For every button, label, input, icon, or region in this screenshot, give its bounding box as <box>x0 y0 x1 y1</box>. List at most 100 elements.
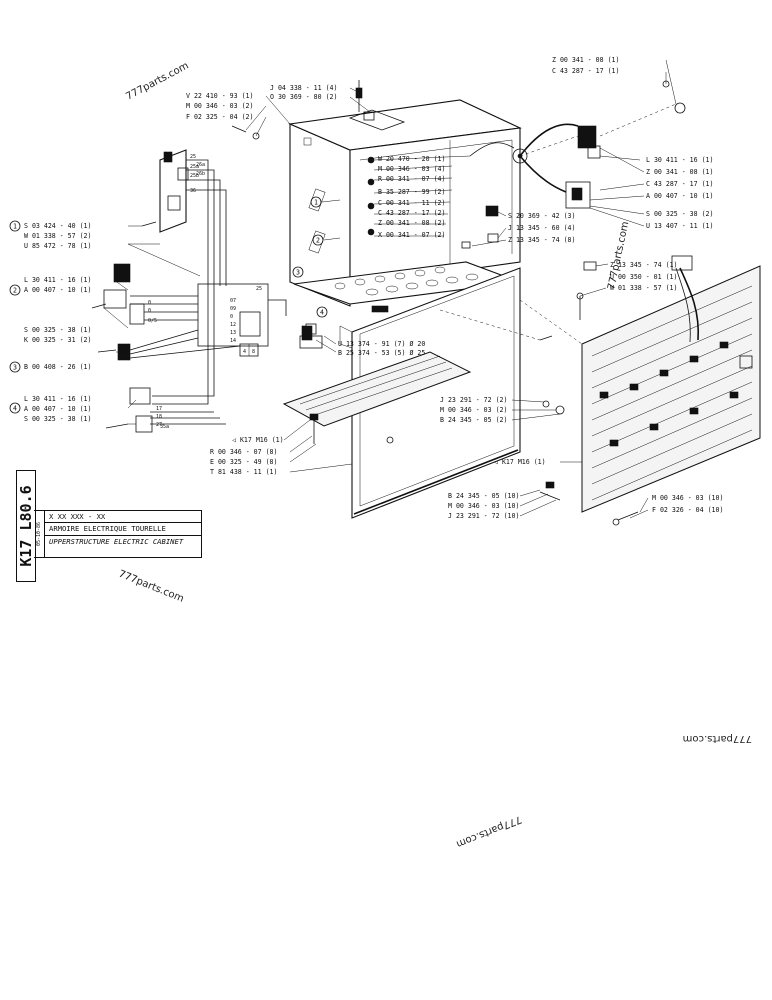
labels-top-right: Z 00 341 - 08 (1) C 43 287 - 17 (1) <box>552 56 620 75</box>
terminal-label: 25b <box>190 173 199 179</box>
label-inside-2: R 00 341 - 07 (4) <box>378 175 446 183</box>
label-bottom-left-3: T 81 438 - 11 (1) <box>210 468 278 476</box>
terminal-label: 36 <box>190 188 196 194</box>
label-left-2: U 85 472 - 78 (1) <box>24 242 92 250</box>
label-door-1: M 00 346 - 03 (2) <box>440 406 508 414</box>
terminal-label: 0 <box>148 300 151 306</box>
board-components <box>599 341 753 447</box>
label-left-6: K 00 325 - 31 (2) <box>24 336 92 344</box>
label-inside-7: X 00 341 - 07 (2) <box>378 231 446 239</box>
terminal-label: 07 <box>230 298 236 304</box>
terminal-label: 09 <box>230 306 236 312</box>
label-inside-4: C 00 341 - 11 (2) <box>378 199 446 207</box>
terminal-label: 27 <box>156 422 162 428</box>
label-board-fix: ◁ K17 M16 (1) <box>494 458 546 466</box>
label-bottom-mid-1: M 00 346 - 03 (10) <box>448 502 519 510</box>
label-top-2: F 02 325 - 04 (2) <box>186 113 254 121</box>
labels-mid: S 20 369 - 42 (3) J 13 345 - 60 (4) Z 13… <box>508 212 576 244</box>
watermark-mid-left: 777parts.com <box>117 569 185 605</box>
label-left-4: A 00 407 - 10 (1) <box>24 286 92 294</box>
labels-board: Z 13 345 - 74 (1) U 00 350 - 01 (1) W 01… <box>610 261 678 292</box>
labels-bottom-left: ◁ K17 M16 (1) R 00 346 - 07 (8) E 00 325… <box>210 436 284 476</box>
label-bottom-right-0: M 00 346 - 03 (10) <box>652 494 723 502</box>
label-right-3: A 00 407 - 10 (1) <box>646 192 714 200</box>
label-door-2: B 24 345 - 05 (2) <box>440 416 508 424</box>
drawing-reference-text: K17 L80.6 <box>17 485 35 567</box>
circuit-board <box>581 255 761 513</box>
callouts: 1 2 3 4 1 2 3 4 <box>9 196 341 414</box>
fasteners <box>231 125 639 526</box>
labels-board-fix: ◁ K17 M16 (1) <box>494 458 546 466</box>
label-top-4: O 30 369 - 80 (2) <box>270 93 338 101</box>
callout-3: 3 <box>13 364 17 372</box>
labels-left: S 03 424 - 40 (1) W 01 338 - 57 (2) U 85… <box>24 222 92 423</box>
terminal-labels: 25 25a 25b 26a 26b 36 07 09 0 0 0/5 12 1… <box>148 154 262 430</box>
terminal-label: 12 <box>230 322 236 328</box>
label-right-2: C 43 287 - 17 (1) <box>646 180 714 188</box>
drawing-reference: K17 L80.6 <box>16 470 36 582</box>
label-bottom-left-2: E 00 325 - 49 (8) <box>210 458 278 466</box>
terminal-label: 17 <box>156 406 162 412</box>
title-english: UPPERSTRUCTURE ELECTRIC CABINET <box>49 536 184 546</box>
title-french: ARMOIRE ELECTRIQUE TOURELLE <box>45 523 201 536</box>
label-bottom-left-1: R 00 346 - 07 (8) <box>210 448 278 456</box>
callout-1: 1 <box>13 223 17 231</box>
terminal-label: 0/5 <box>148 318 157 324</box>
label-board-1: U 00 350 - 01 (1) <box>610 273 678 281</box>
cabinet-body <box>287 80 528 313</box>
label-mid-2: Z 13 345 - 74 (8) <box>508 236 576 244</box>
label-grommet-0: U 13 374 - 91 (7) Ø 20 <box>338 340 425 348</box>
callout-2-cabinet: 2 <box>316 237 320 245</box>
label-inside-5: C 43 287 - 17 (2) <box>378 209 446 217</box>
terminal-label: 26a <box>196 162 205 168</box>
label-door-0: J 23 291 - 72 (2) <box>440 396 508 404</box>
terminal-label: 0 <box>148 308 151 314</box>
label-inside-6: Z 00 341 - 08 (2) <box>378 219 446 227</box>
label-top-right-0: Z 00 341 - 08 (1) <box>552 56 620 64</box>
gland-holes <box>334 266 479 296</box>
terminal-label: 13 <box>230 330 236 336</box>
label-bottom-mid-0: B 24 345 - 05 (10) <box>448 492 519 500</box>
leader-lines <box>103 59 677 519</box>
label-right-0: L 30 411 - 16 (1) <box>646 156 714 164</box>
labels-bottom-right: M 00 346 - 03 (10) F 02 326 - 04 (10) <box>652 494 723 514</box>
drawing-date: 05-10-86 <box>36 521 42 547</box>
label-left-10: S 00 325 - 38 (1) <box>24 415 92 423</box>
label-inside-1: M 00 346 - 03 (4) <box>378 165 446 173</box>
callout-1-cabinet: 1 <box>314 199 318 207</box>
label-bottom-left-0: ◁ K17 M16 (1) <box>232 436 284 444</box>
terminal-label: 25a <box>190 164 199 170</box>
left-components <box>91 149 269 433</box>
labels-top: V 22 410 - 93 (1) M 00 346 - 03 (2) F 02… <box>186 84 338 121</box>
label-left-8: L 30 411 - 16 (1) <box>24 395 92 403</box>
terminal-label: 8 <box>252 349 255 355</box>
label-bottom-right-1: F 02 326 - 04 (10) <box>652 506 723 514</box>
cabinet-door <box>339 267 521 519</box>
label-inside-0: W 20 470 - 20 (1) <box>378 155 446 163</box>
label-board-0: Z 13 345 - 74 (1) <box>610 261 678 269</box>
watermark-top-left: 777parts.com <box>124 60 190 102</box>
labels-door: J 23 291 - 72 (2) M 00 346 - 03 (2) B 24… <box>440 396 508 424</box>
terminal-label: 4 <box>243 349 246 355</box>
label-top-1: M 00 346 - 03 (2) <box>186 102 254 110</box>
label-top-3: J 04 338 - 11 (4) <box>270 84 338 92</box>
terminal-label: 35a <box>160 424 169 430</box>
terminal-label: 25 <box>256 286 262 292</box>
title-block: X XX XXX - XX ARMOIRE ELECTRIQUE TOURELL… <box>44 510 202 558</box>
terminal-label: 14 <box>230 338 236 344</box>
board-rows <box>591 285 753 501</box>
label-right-1: Z 00 341 - 08 (1) <box>646 168 714 176</box>
label-left-9: A 00 407 - 10 (1) <box>24 405 92 413</box>
labels-right: L 30 411 - 16 (1) Z 00 341 - 08 (1) C 43… <box>646 156 714 230</box>
label-left-0: S 03 424 - 40 (1) <box>24 222 92 230</box>
label-top-0: V 22 410 - 93 (1) <box>186 92 254 100</box>
label-left-1: W 01 338 - 57 (2) <box>24 232 92 240</box>
drawing-code: X XX XXX - XX <box>45 511 201 524</box>
labels-grommets: U 13 374 - 91 (7) Ø 20 B 25 374 - 53 (5)… <box>338 340 425 357</box>
terminal-label: 18 <box>156 414 162 420</box>
label-left-5: S 00 325 - 38 (1) <box>24 326 92 334</box>
wiring <box>129 123 579 425</box>
label-bottom-mid-2: J 23 291 - 72 (10) <box>448 512 519 520</box>
label-board-2: W 01 338 - 57 (1) <box>610 284 678 292</box>
